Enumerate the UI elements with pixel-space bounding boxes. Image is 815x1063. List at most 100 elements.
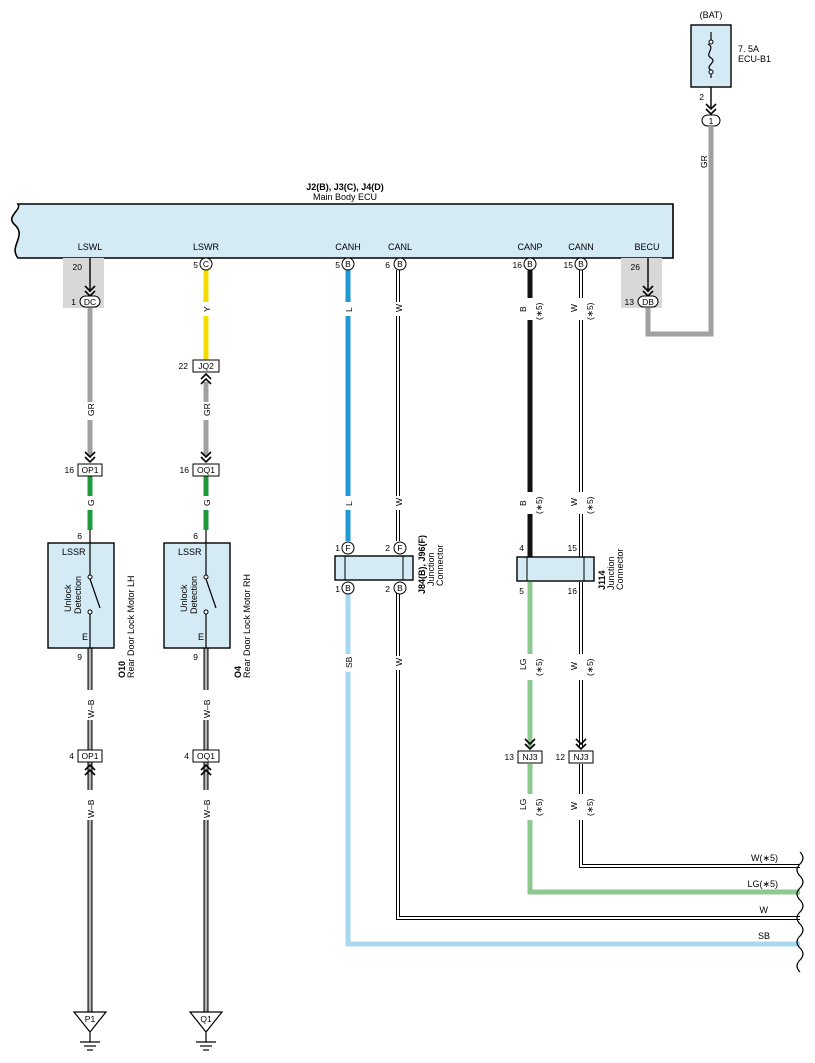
svg-text:5: 5	[193, 260, 198, 270]
svg-text:CANH: CANH	[335, 242, 361, 252]
svg-text:OQ1: OQ1	[197, 465, 215, 475]
svg-text:F: F	[397, 543, 402, 553]
svg-text:J114: J114	[597, 570, 607, 590]
svg-text:Unlock: Unlock	[63, 584, 73, 612]
svg-text:L: L	[344, 501, 354, 506]
rear-door-lock-motor-rh: 6 LSSR Unlock Detection E 9 O4 Rear Door…	[163, 530, 252, 678]
svg-text:W–B: W–B	[86, 799, 96, 818]
fuse-pin: 2	[699, 92, 704, 102]
harness-break-icon	[796, 851, 804, 973]
svg-text:W–B: W–B	[86, 699, 96, 718]
svg-text:SB: SB	[344, 656, 354, 668]
svg-text:OP1: OP1	[81, 751, 98, 761]
svg-text:Rear Door Lock Motor RH: Rear Door Lock Motor RH	[242, 574, 252, 678]
svg-text:LSSR: LSSR	[62, 547, 86, 557]
svg-text:LG: LG	[518, 659, 528, 670]
switch-icon	[205, 578, 217, 609]
svg-text:Connector: Connector	[615, 548, 625, 590]
wire-l-canh: L L	[340, 270, 356, 541]
svg-text:Q1: Q1	[200, 1014, 212, 1024]
svg-text:W–B: W–B	[202, 699, 212, 718]
junction-connector-j84-j96: 1 F 2 F 1 B 2 B J84(B), J96(F) Junction …	[334, 535, 445, 595]
svg-text:DB: DB	[642, 297, 654, 307]
svg-text:G: G	[86, 499, 96, 506]
svg-text:E: E	[82, 632, 88, 642]
svg-text:O10: O10	[117, 661, 127, 678]
svg-text:Detection: Detection	[73, 576, 83, 614]
wire-w-cann: W (∗5) W (∗5)	[567, 270, 599, 557]
ecu-tab-becu: 26 DB 13	[621, 258, 662, 308]
svg-text:9: 9	[193, 652, 198, 662]
svg-text:15: 15	[564, 260, 574, 270]
svg-text:16: 16	[568, 586, 578, 596]
connector-oq1-upper: OQ1 16	[180, 451, 220, 477]
svg-text:W: W	[569, 304, 579, 312]
wire-gr-lswr: GR	[198, 382, 214, 456]
svg-text:16: 16	[180, 465, 190, 475]
svg-text:(∗5): (∗5)	[585, 496, 595, 514]
wire-y-lswr: Y	[198, 270, 214, 360]
svg-text:LG: LG	[518, 799, 528, 810]
svg-text:W: W	[394, 304, 404, 312]
svg-text:2: 2	[385, 584, 390, 594]
fuse-ecu-b1: (BAT) 7. 5A ECU-B1 2 1	[690, 10, 771, 127]
svg-text:1: 1	[335, 584, 340, 594]
rear-door-lock-motor-lh: 6 LSSR Unlock Detection E 9 O10 Rear Doo…	[47, 530, 136, 678]
svg-text:W(∗5): W(∗5)	[751, 853, 778, 863]
svg-text:W–B: W–B	[202, 799, 212, 818]
svg-text:1: 1	[709, 116, 714, 126]
svg-text:22: 22	[179, 361, 189, 371]
svg-text:W: W	[394, 498, 404, 506]
svg-text:(∗5): (∗5)	[534, 798, 544, 816]
svg-text:B: B	[345, 259, 351, 269]
wire-sb: SB	[340, 592, 800, 947]
svg-text:(∗5): (∗5)	[534, 496, 544, 514]
svg-text:F: F	[345, 543, 350, 553]
svg-text:W: W	[394, 658, 404, 666]
svg-text:15: 15	[568, 543, 578, 553]
svg-text:(∗5): (∗5)	[534, 658, 544, 676]
svg-text:P1: P1	[85, 1014, 96, 1024]
svg-text:DC: DC	[84, 297, 96, 307]
svg-text:13: 13	[625, 297, 635, 307]
ecu-body	[11, 203, 674, 259]
ecu-pin-canh: 5 B	[335, 257, 355, 271]
svg-text:B: B	[397, 259, 403, 269]
connector-op1-upper: OP1 16	[65, 451, 103, 477]
svg-text:Junction: Junction	[426, 552, 436, 586]
junction-connector-j114: 4 15 5 16 J114 Junction Connector	[516, 543, 625, 596]
svg-text:E: E	[198, 632, 204, 642]
svg-text:CANL: CANL	[388, 242, 412, 252]
main-body-ecu: J2(B), J3(C), J4(D) Main Body ECU LSWL L…	[11, 182, 674, 259]
svg-text:BECU: BECU	[634, 242, 659, 252]
svg-text:4: 4	[519, 543, 524, 553]
svg-text:Rear Door Lock Motor LH: Rear Door Lock Motor LH	[126, 575, 136, 678]
ground-triangle-icon	[72, 1011, 108, 1033]
svg-text:6: 6	[385, 260, 390, 270]
svg-text:5: 5	[335, 260, 340, 270]
svg-text:Detection: Detection	[189, 576, 199, 614]
connector-oq1-lower: OQ1 4	[184, 749, 220, 776]
ecu-pin-lswr: 5 C	[193, 257, 213, 271]
ecu-tab-lswl: 20 DC 1	[63, 258, 104, 308]
svg-text:GR: GR	[699, 155, 709, 168]
svg-text:B: B	[345, 583, 351, 593]
svg-text:CANN: CANN	[568, 242, 594, 252]
svg-text:1: 1	[71, 297, 76, 307]
wire-wb-rh: W–B W–B	[198, 648, 214, 1015]
fuse-name: ECU-B1	[738, 54, 771, 64]
ecu-title: J2(B), J3(C), J4(D)	[306, 182, 384, 192]
fuse-source-label: (BAT)	[700, 10, 723, 20]
ecu-pin-cann: 15 B	[564, 257, 588, 271]
svg-text:26: 26	[631, 262, 641, 272]
ground-triangle-icon	[188, 1011, 224, 1033]
wire-w-out: W	[390, 592, 800, 920]
wire-g-lswl: G	[82, 476, 98, 530]
svg-text:J84(B), J96(F): J84(B), J96(F)	[417, 535, 427, 594]
svg-text:13: 13	[505, 752, 515, 762]
svg-text:LG(∗5): LG(∗5)	[747, 879, 778, 889]
svg-text:C: C	[203, 259, 209, 269]
ecu-subtitle: Main Body ECU	[313, 192, 377, 202]
svg-text:6: 6	[77, 531, 82, 541]
svg-text:CANP: CANP	[517, 242, 542, 252]
